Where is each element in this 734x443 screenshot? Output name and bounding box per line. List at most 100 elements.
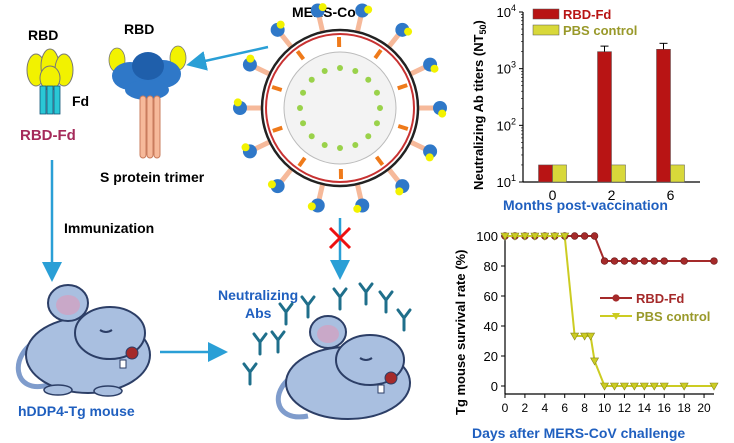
spike-rbd-icon bbox=[233, 98, 242, 107]
antibody-stroke bbox=[242, 362, 258, 386]
bar bbox=[656, 49, 671, 183]
x-tick-label: 12 bbox=[618, 401, 632, 415]
antibody-icon bbox=[378, 290, 394, 314]
nucleocapsid-icon bbox=[365, 76, 372, 83]
spike-rbd-icon bbox=[307, 202, 316, 211]
x-tick-label: 20 bbox=[697, 401, 711, 415]
antibody-group bbox=[242, 282, 412, 386]
x-tick-label: 0 bbox=[549, 187, 557, 203]
data-point bbox=[590, 357, 600, 366]
data-point bbox=[550, 232, 560, 241]
data-point bbox=[659, 382, 669, 391]
y-tick-label: 102 bbox=[497, 116, 516, 133]
membrane-protein-icon bbox=[397, 124, 409, 131]
y-tick-label: 103 bbox=[497, 60, 516, 77]
legend-marker bbox=[612, 313, 620, 320]
survival-chart-xlabel: Days after MERS-CoV challenge bbox=[472, 425, 685, 441]
data-point bbox=[620, 257, 629, 265]
blocked-cross-icon bbox=[328, 226, 352, 250]
spike-rbd-icon bbox=[246, 54, 255, 63]
spike-ring bbox=[233, 3, 447, 213]
nucleocapsid-icon bbox=[373, 89, 380, 96]
nucleocapsid-icon bbox=[377, 105, 383, 111]
x-tick-label: 10 bbox=[598, 401, 612, 415]
mouse-icon bbox=[15, 284, 151, 397]
s-protein-trimer: RBD S protein trimer bbox=[100, 21, 205, 185]
x-tick-label: 2 bbox=[608, 187, 616, 203]
antibody-icon bbox=[242, 362, 258, 386]
data-point bbox=[560, 232, 570, 241]
membrane-protein-icon bbox=[336, 36, 342, 48]
data-point bbox=[570, 232, 579, 240]
data-point bbox=[586, 332, 596, 341]
x-tick-label: 0 bbox=[502, 401, 509, 415]
x-tick-label: 18 bbox=[677, 401, 691, 415]
envelope-outer bbox=[260, 28, 420, 188]
nucleocapsid-icon bbox=[321, 68, 328, 75]
fd-bar-icon bbox=[53, 85, 61, 115]
y-tick-label: 0 bbox=[491, 379, 498, 394]
data-point bbox=[580, 332, 590, 341]
data-point bbox=[650, 257, 658, 265]
rbd-label-top: RBD bbox=[124, 21, 154, 37]
spike-rbd-icon bbox=[430, 64, 439, 73]
data-point bbox=[640, 257, 649, 265]
data-point bbox=[630, 257, 639, 265]
s-protein-label: S protein trimer bbox=[100, 169, 205, 185]
antibody-icon bbox=[300, 295, 316, 319]
x-tick-label: 6 bbox=[667, 187, 675, 203]
data-point bbox=[570, 332, 580, 341]
membrane-protein-icon bbox=[338, 168, 344, 180]
antibody-stroke bbox=[378, 290, 394, 314]
data-point bbox=[520, 232, 530, 241]
antibody-stroke bbox=[396, 308, 412, 332]
spike-rbd-icon bbox=[353, 204, 362, 213]
data-point bbox=[530, 232, 540, 241]
nucleocapsid-icon bbox=[300, 120, 307, 127]
rbd-label-left: RBD bbox=[28, 27, 58, 43]
bar-chart-ylabel: Neutralizing Ab titers (NT50) bbox=[471, 20, 488, 190]
nucleocapsid-icon bbox=[373, 120, 380, 127]
fd-bar-icon bbox=[46, 85, 54, 115]
survival-chart-marks bbox=[500, 232, 719, 391]
legend-label: RBD-Fd bbox=[636, 291, 684, 306]
spike-rbd-icon bbox=[395, 187, 404, 196]
s2-stalk-icon bbox=[139, 95, 147, 159]
nucleocapsid-icon bbox=[337, 145, 343, 151]
antibody-stroke bbox=[358, 282, 374, 306]
data-point bbox=[709, 382, 719, 391]
mers-label: MERS-CoV bbox=[292, 4, 366, 20]
spike-rbd-icon bbox=[404, 27, 413, 36]
y-tick-label: 20 bbox=[484, 349, 498, 364]
y-tick-label: 101 bbox=[497, 173, 516, 190]
rbd-fd-construct: RBD Fd RBD-Fd bbox=[20, 27, 89, 144]
survival-chart: Tg mouse survival rate (%) 0204060801000… bbox=[453, 229, 719, 441]
antibody-icon bbox=[396, 308, 412, 332]
legend-label: RBD-Fd bbox=[563, 7, 611, 22]
data-point bbox=[649, 382, 659, 391]
mouse-protected-icon bbox=[275, 315, 411, 420]
legend-label: PBS control bbox=[563, 23, 637, 38]
spike-rbd-icon bbox=[276, 20, 285, 29]
data-point bbox=[510, 232, 520, 241]
data-point bbox=[660, 257, 668, 265]
envelope-inner bbox=[265, 33, 415, 183]
rna-genome bbox=[297, 65, 383, 151]
bar-chart-marks bbox=[538, 42, 685, 183]
data-point bbox=[710, 257, 718, 265]
antibody-stroke bbox=[278, 302, 294, 326]
s1-domain-icon bbox=[132, 52, 164, 80]
x-tick-label: 4 bbox=[541, 401, 548, 415]
bar bbox=[538, 164, 553, 183]
membrane-protein-icon bbox=[397, 83, 408, 91]
y-tick-label: 80 bbox=[484, 259, 498, 274]
fd-label: Fd bbox=[72, 93, 89, 109]
legend-label: PBS control bbox=[636, 309, 710, 324]
survival-chart-ylabel: Tg mouse survival rate (%) bbox=[453, 250, 468, 415]
y-tick-label: 104 bbox=[497, 3, 516, 20]
spike-rbd-icon bbox=[438, 109, 447, 118]
nucleocapsid-icon bbox=[337, 65, 343, 71]
